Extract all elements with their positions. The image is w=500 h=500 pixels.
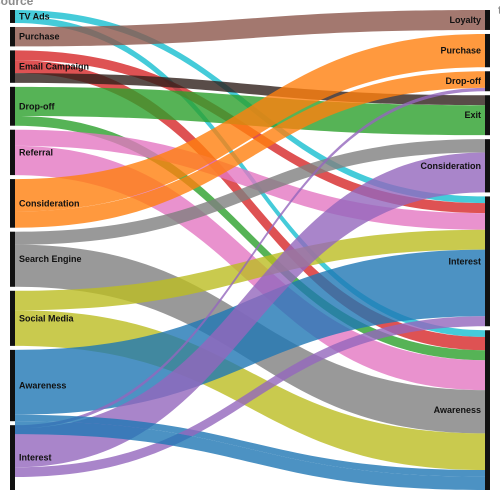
source-label-awareness: Awareness [19, 381, 66, 391]
target-axis-title: target [498, 3, 500, 17]
target-label-exit: Exit [464, 110, 481, 120]
source-label-email-campaign: Email Campaign [19, 62, 89, 72]
source-node-drop-off [10, 86, 15, 126]
target-label-loyalty: Loyalty [449, 15, 481, 25]
target-node-awareness [485, 330, 490, 490]
flow-link-12 [15, 139, 485, 245]
flow-link-2 [15, 10, 485, 47]
target-label-consideration: Consideration [420, 161, 481, 171]
target-node-purchase [485, 33, 490, 68]
target-label-awareness: Awareness [434, 405, 481, 415]
flow-link-21 [15, 421, 485, 490]
source-label-interest: Interest [19, 453, 52, 463]
source-node-purchase [10, 26, 15, 47]
source-label-tv-ads: TV Ads [19, 11, 50, 21]
flow-link-7 [15, 115, 485, 361]
source-label-referral: Referral [19, 147, 53, 157]
flow-link-11 [15, 71, 485, 228]
source-node-consideration [10, 179, 15, 228]
target-node-exit [485, 95, 490, 136]
nodes [10, 10, 490, 490]
source-label-consideration: Consideration [19, 198, 80, 208]
flow-link-20 [15, 316, 485, 478]
flow-link-19 [15, 414, 485, 477]
source-label-purchase: Purchase [19, 32, 60, 42]
source-node-search-engine [10, 231, 15, 287]
target-node-consideration [485, 139, 490, 193]
target-label-drop-off: Drop-off [446, 76, 482, 86]
target-node-interest [485, 196, 490, 327]
flow-link-16 [15, 249, 485, 415]
flow-link-10 [15, 33, 485, 212]
source-label-search-engine: Search Engine [19, 254, 82, 264]
target-node-drop-off [485, 71, 490, 92]
flow-link-4 [15, 60, 485, 351]
flow-link-18 [15, 152, 485, 468]
target-label-purchase: Purchase [440, 46, 481, 56]
target-node-loyalty [485, 10, 490, 30]
source-node-awareness [10, 349, 15, 422]
target-label-interest: Interest [448, 256, 481, 266]
source-node-tv-ads [10, 10, 15, 23]
source-node-referral [10, 129, 15, 176]
source-node-email-campaign [10, 50, 15, 83]
source-node-interest [10, 425, 15, 490]
flow-links [15, 10, 485, 490]
flow-link-14 [15, 229, 485, 311]
source-node-social-media [10, 290, 15, 346]
source-label-drop-off: Drop-off [19, 101, 55, 111]
source-label-social-media: Social Media [19, 313, 75, 323]
flow-link-17 [15, 87, 485, 429]
